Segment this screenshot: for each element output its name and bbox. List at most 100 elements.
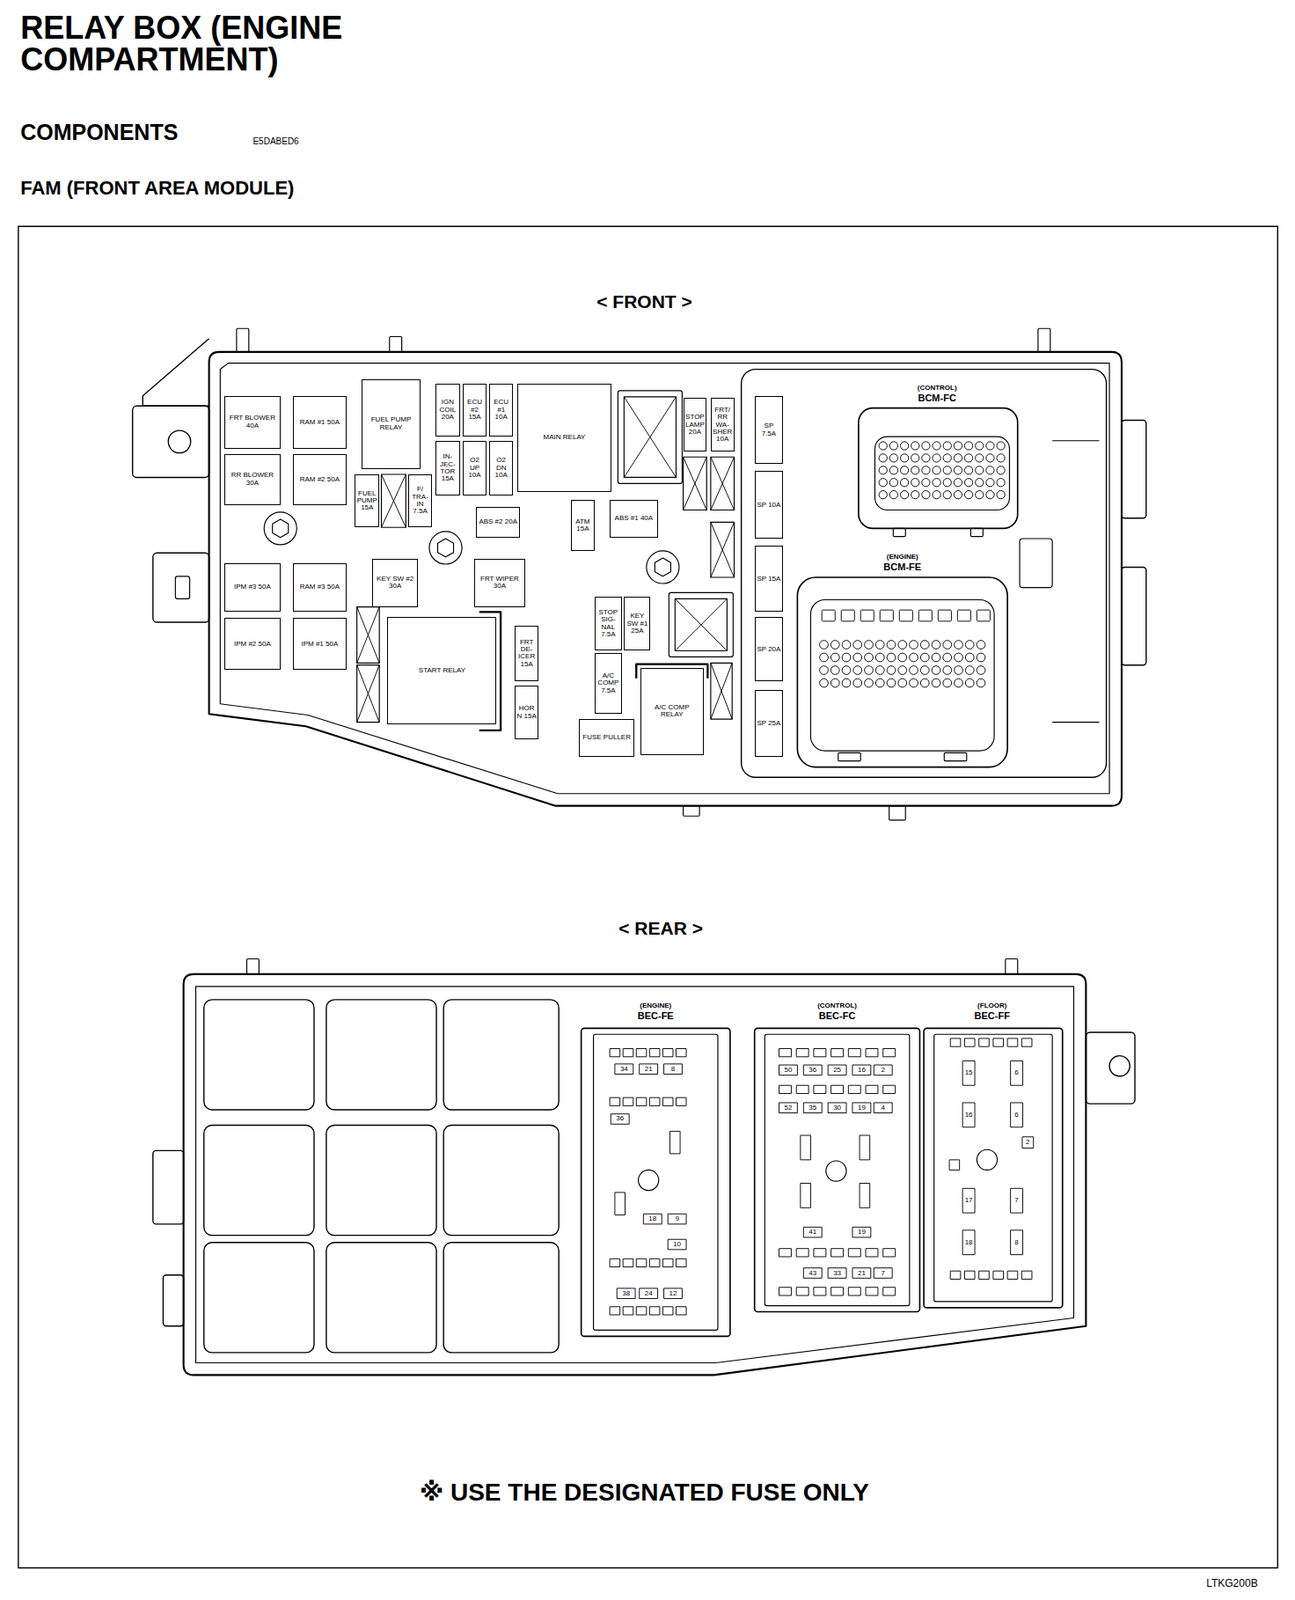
component-label: A/C COMP 7.5A [596,672,621,695]
terminal-cell [649,1306,660,1315]
connector-block: (ENGINE)BCM-FE [795,552,1010,769]
terminal-pin [931,652,941,662]
terminal-pin [898,665,908,675]
terminal-cell [865,1248,878,1257]
component-label: SP 10A [756,501,782,509]
terminal-cell [796,1287,809,1295]
locator-hole [826,1160,847,1181]
terminal-cell [649,1258,660,1266]
cell-number: 16 [857,1065,866,1074]
terminal-cell [813,1287,827,1295]
terminal-pin [996,478,1005,487]
terminal-cell [664,1287,683,1299]
cell-number: 8 [1014,1237,1018,1246]
cell-number: 41 [808,1228,817,1237]
terminal-cell [675,1097,687,1105]
component-label: KEY SW #2 30A [373,575,417,591]
terminal-pin [920,678,930,688]
fuse-box: FRT BLOWER 40A [224,395,281,449]
relay-box: START RELAY [387,616,497,725]
connector-name: BCM-FE [795,561,1010,572]
terminal-pin [898,652,908,662]
terminal-cell [636,1306,647,1315]
cell-number: 15 [965,1068,974,1077]
terminal-cell [667,1213,687,1224]
cell-number: 24 [644,1288,653,1297]
component-label: F/ TRA- IN 7.5A [409,485,432,516]
connector-face [764,1033,910,1305]
relay-cavity [204,1124,315,1235]
connector-face [810,599,995,752]
component-label: FUEL PUMP 15A [356,490,378,513]
terminal-cell [610,1113,630,1125]
connector-latch [970,527,983,536]
component-label: IGN COIL 20A [437,398,459,421]
terminal-cell [622,1048,634,1057]
terminal-pin [886,652,896,662]
terminal-cell [643,1213,662,1224]
terminal-pin [932,466,941,475]
locator-hole [976,1148,997,1170]
terminal-cell [813,1084,827,1093]
component-label: O2 UP 10A [464,456,485,479]
component-label: SP 25A [756,719,782,727]
connector-name: BCM-FC [854,392,1020,403]
terminal-cell [848,1084,861,1093]
terminal-pin [931,665,941,675]
blank-slot [357,607,380,664]
mounting-tab [1085,1031,1135,1104]
component-label: RR BLOWER 30A [226,471,279,487]
terminal-pin [953,441,962,450]
terminal-cell [675,1306,687,1315]
mounting-flange [142,338,209,406]
blank-slot-cross [357,607,380,664]
component-label: FRT BLOWER 40A [226,414,279,430]
fuse-box: SP 25A [754,689,783,757]
terminal-pin [889,466,898,475]
terminal-cell [964,1270,975,1279]
terminal-cell [779,1064,798,1076]
terminal-cell [614,1192,626,1215]
terminal-pin [889,478,898,487]
component-label: FRT/ RR WA- SHER 10A [712,406,733,444]
connector-frame [923,1027,1063,1308]
terminal-pin [996,441,1005,450]
terminal-cell [675,1258,687,1266]
blank-slot [674,598,727,651]
terminal-pin [920,640,930,650]
component-label: A/C COMP RELAY [643,703,702,720]
terminal-pin [889,453,898,462]
connector-panel [741,369,1107,778]
terminal-cell [639,1287,659,1299]
terminal-pin [975,478,984,487]
terminal-cell [859,1134,871,1160]
fuse-box: FRT WIPER 30A [474,558,526,607]
terminal-cell [827,1267,847,1279]
terminal-cell [831,1248,844,1257]
terminal-pin [819,652,829,662]
terminal-cell [1022,1136,1034,1149]
cell-number: 38 [621,1288,630,1297]
bolt-boss [429,531,462,564]
clip-tab [389,336,403,352]
terminal-cell [649,1048,660,1057]
terminal-cell [649,1097,660,1105]
terminal-cell [1007,1038,1018,1047]
terminal-pin [953,478,962,487]
blank-slot [710,662,732,719]
blank-slot [357,665,380,723]
terminal-pin [853,652,863,662]
terminal-cell [883,1084,896,1093]
connector-shell [858,408,1018,529]
terminal-pin [878,490,887,499]
connector-latch [892,527,906,536]
component-label: RAM #1 50A [294,418,345,426]
housing-inner-rim [219,363,1110,794]
connector-face [593,1033,718,1330]
terminal-square [957,609,971,622]
terminal-square [976,609,990,622]
fuse-box: RAM #1 50A [292,395,347,449]
fuse-box: KEY SW #2 30A [372,558,418,607]
cell-number: 36 [615,1114,624,1123]
fuse-box: STOP LAMP 20A [683,397,708,452]
